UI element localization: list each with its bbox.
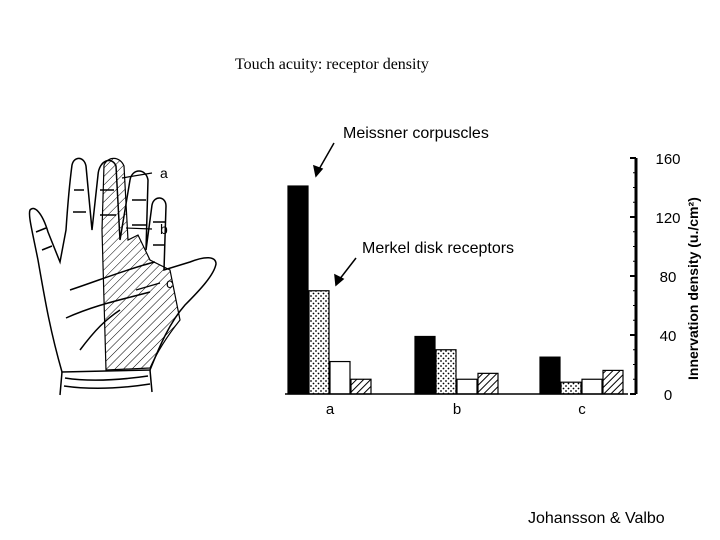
bar-a-series-2	[308, 290, 330, 395]
hand-label-a: a	[160, 165, 168, 181]
annotation-arrows	[312, 142, 357, 287]
bar-c-series-1	[539, 356, 561, 395]
hand-label-b: b	[160, 221, 168, 237]
x-category-group: a b c	[326, 401, 586, 418]
bar-a-series-1	[287, 185, 309, 395]
bar-a-series-3	[329, 360, 351, 395]
y-tick-group: 0 40 80 120 160	[630, 151, 681, 404]
bar-a-series-4	[350, 378, 372, 395]
bar-b-series-4	[477, 372, 499, 395]
slide-title: Touch acuity: receptor density	[235, 56, 429, 73]
y-tick-label-120: 120	[655, 210, 680, 227]
bar-c-series-4	[602, 369, 624, 395]
citation-credit: Johansson & Valbo	[528, 510, 665, 527]
bar-b-series-2	[435, 349, 457, 395]
bar-c-series-2	[560, 381, 582, 395]
y-tick-label-40: 40	[660, 328, 677, 345]
y-axis-label: Innervation density (u./cm²)	[685, 197, 701, 380]
hand-label-lines	[121, 172, 161, 291]
annotation-merkel: Merkel disk receptors	[362, 240, 515, 257]
hand-innervation-region	[101, 157, 181, 371]
bar-b-series-1	[414, 335, 436, 395]
bar-series-group	[287, 185, 624, 395]
y-tick-label-0: 0	[664, 387, 672, 404]
y-tick-label-160: 160	[655, 151, 680, 168]
x-category-label-a: a	[326, 401, 335, 418]
hand-label-c: c	[166, 275, 173, 291]
bar-c-series-3	[581, 378, 603, 395]
y-tick-label-80: 80	[660, 269, 677, 286]
x-category-label-b: b	[453, 401, 461, 418]
bar-b-series-3	[456, 378, 478, 395]
annotation-meissner: Meissner corpuscles	[343, 125, 489, 142]
x-category-label-c: c	[578, 401, 586, 418]
